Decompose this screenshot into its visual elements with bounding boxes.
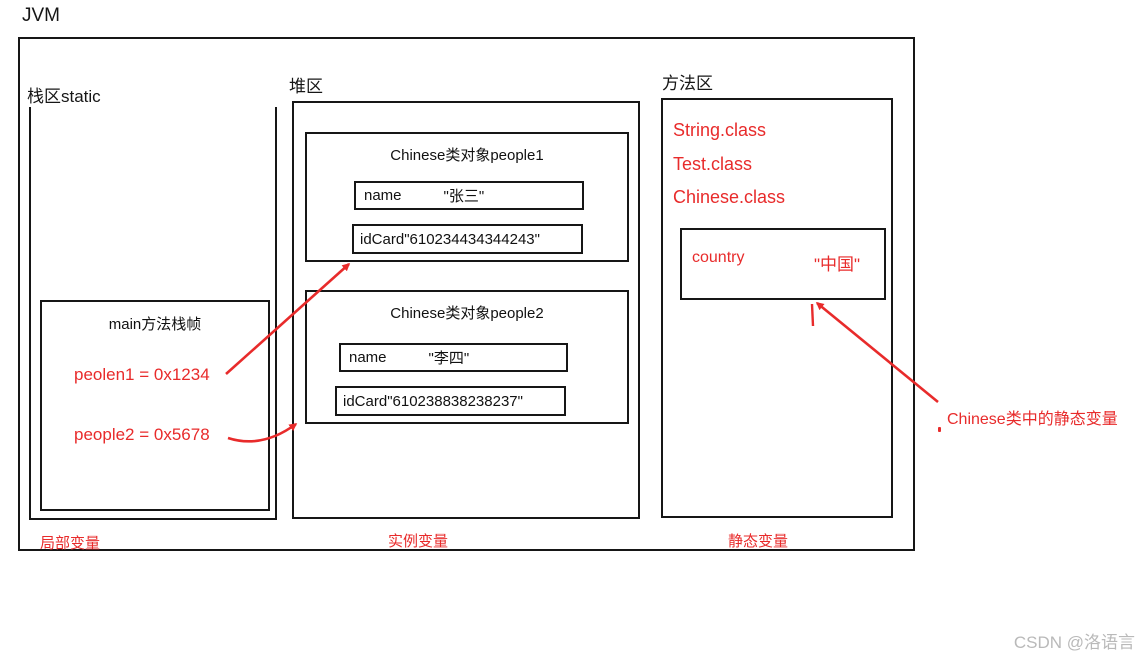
loaded-class-string: String.class — [673, 120, 767, 140]
people2-object-title: Chinese类对象people2 — [390, 305, 544, 322]
stack-var-people2: people2 = 0x5678 — [74, 425, 210, 444]
people1-name-value: "张三" — [443, 188, 485, 205]
main-stack-frame-box: main方法栈帧 peolen1 = 0x1234 people2 = 0x56… — [40, 300, 270, 511]
people1-object-title: Chinese类对象people1 — [390, 147, 544, 164]
loaded-class-test: Test.class — [673, 154, 753, 174]
instance-variables-caption: 实例变量 — [388, 533, 449, 550]
people2-idcard-value: "610238838238237" — [387, 392, 523, 410]
country-field-value: "中国" — [814, 255, 861, 274]
people1-name-label: name — [364, 187, 402, 204]
people2-name-value: "李四" — [428, 350, 470, 367]
people2-idcard-label: idCard — [343, 392, 388, 410]
jvm-outer-box — [18, 37, 915, 551]
people2-name-label: name — [349, 349, 387, 366]
method-area-box: String.class Test.class Chinese.class co… — [661, 98, 893, 518]
people2-name-field: name "李四" — [339, 343, 568, 372]
country-static-field-box: country "中国" — [680, 228, 886, 300]
people1-idcard-value: "610234434344243" — [404, 230, 540, 248]
people1-name-field: name "张三" — [354, 181, 584, 210]
main-stack-frame-title: main方法栈帧 — [108, 316, 202, 333]
stack-var-peolen1: peolen1 = 0x1234 — [74, 365, 210, 384]
csdn-watermark: CSDN @洛语言 — [1013, 633, 1135, 652]
heap-area-box: Chinese类对象people1 name "张三" idCard "6102… — [292, 101, 640, 519]
loaded-class-chinese: Chinese.class — [673, 187, 786, 207]
people2-idcard-field: idCard "610238838238237" — [335, 386, 566, 416]
people1-idcard-field: idCard "610234434344243" — [352, 224, 583, 254]
method-area-label: 方法区 — [662, 74, 713, 93]
local-variables-caption: 局部变量 — [40, 535, 101, 552]
people1-object-box: Chinese类对象people1 name "张三" idCard "6102… — [305, 132, 629, 262]
diagram-title: JVM — [22, 5, 60, 26]
heap-area-label: 堆区 — [289, 77, 323, 96]
static-variable-annotation: Chinese类中的静态变量 — [947, 411, 1118, 428]
stack-area-label: 栈区static — [27, 87, 101, 106]
static-variables-caption: 静态变量 — [728, 533, 789, 550]
stack-area-box: main方法栈帧 peolen1 = 0x1234 people2 = 0x56… — [29, 107, 277, 520]
people2-object-box: Chinese类对象people2 name "李四" idCard "6102… — [305, 290, 629, 424]
people1-idcard-label: idCard — [360, 230, 405, 248]
country-field-label: country — [692, 249, 745, 266]
annotation-dot — [938, 427, 941, 432]
